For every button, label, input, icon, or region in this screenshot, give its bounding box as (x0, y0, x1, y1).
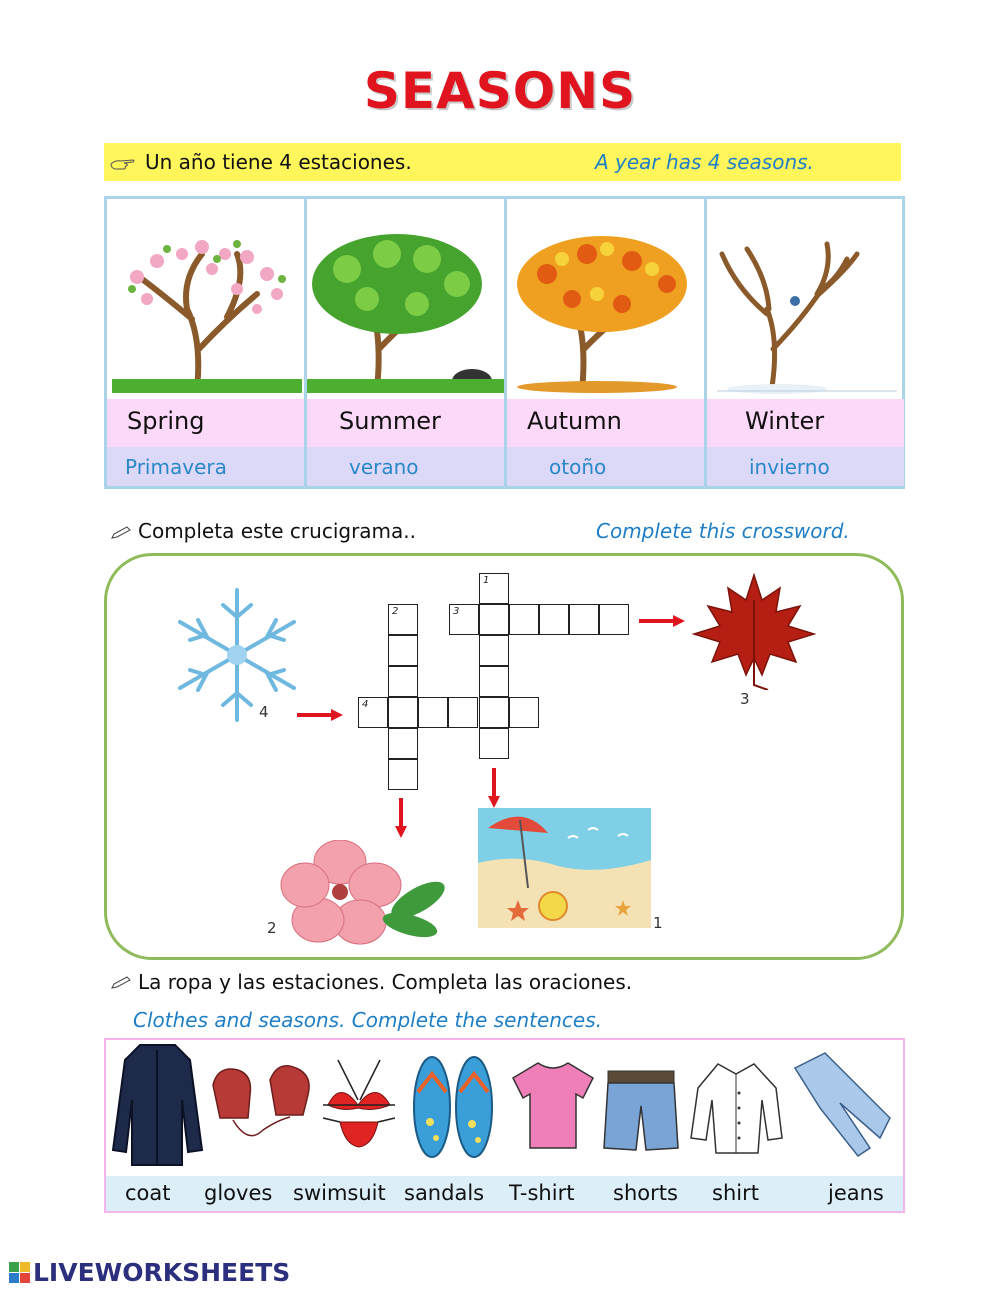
snowflake-number: 4 (259, 703, 269, 721)
crossword-panel (104, 553, 904, 960)
leaf-number: 3 (740, 690, 750, 708)
beach-image (478, 808, 651, 928)
pencil-icon (111, 976, 131, 989)
t-shirt-image (512, 1062, 594, 1149)
coat-image (111, 1044, 204, 1166)
season-english-label: Spring (127, 407, 205, 435)
gloves-image (212, 1065, 310, 1137)
cloth-label-t-shirt: T-shirt (509, 1181, 575, 1205)
crossword-cell[interactable] (479, 728, 509, 759)
snowflake-image (178, 588, 296, 722)
crossword-cell[interactable]: 2 (388, 604, 418, 635)
crossword-cell[interactable]: 4 (358, 697, 388, 728)
clothes-instruction-spanish: La ropa y las estaciones. Completa las o… (138, 970, 633, 994)
crossword-cell[interactable]: 1 (479, 573, 509, 604)
liveworksheets-logo: LIVEWORKSHEETS (33, 1258, 291, 1287)
cloth-label-swimsuit: swimsuit (293, 1181, 386, 1205)
season-spanish-label: otoño (549, 455, 607, 479)
clue-number: 3 (453, 606, 460, 617)
crossword-cell[interactable] (479, 604, 509, 635)
winter-tree-image (717, 241, 897, 394)
cloth-label-shorts: shorts (613, 1181, 678, 1205)
season-spanish-label: invierno (749, 455, 830, 479)
clue-number: 1 (483, 575, 490, 586)
page-title: SEASONS (363, 62, 637, 120)
season-winter: Winter invierno (707, 199, 904, 486)
intro-english: A year has 4 seasons. (595, 150, 814, 174)
crossword-cell[interactable] (388, 697, 418, 728)
clue-number: 2 (392, 606, 399, 617)
seasons-table: Spring Primavera Summer verano (104, 196, 905, 489)
swimsuit-image (322, 1059, 396, 1148)
shorts-image (603, 1070, 679, 1151)
crossword-instruction-spanish: Completa este crucigrama.. (138, 519, 416, 543)
crossword-cell[interactable]: 3 (449, 604, 479, 635)
cloth-label-coat: coat (125, 1181, 171, 1205)
summer-tree-image (307, 234, 504, 393)
cloth-label-shirt: shirt (712, 1181, 759, 1205)
clothes-instruction-english: Clothes and seasons. Complete the senten… (133, 1008, 603, 1032)
liveworksheets-logo-icon (9, 1262, 30, 1283)
season-english-label: Winter (745, 407, 825, 435)
cloth-label-sandals: sandals (404, 1181, 485, 1205)
flower-number: 2 (267, 919, 277, 937)
crossword-cell[interactable] (569, 604, 599, 635)
crossword-cell[interactable] (479, 666, 509, 697)
arrow-down-icon (395, 798, 407, 838)
season-english-label: Autumn (527, 407, 622, 435)
pointing-hand-icon (110, 159, 135, 170)
crossword-cell[interactable] (509, 604, 539, 635)
intro-spanish: Un año tiene 4 estaciones. (145, 150, 412, 174)
crossword-cell[interactable] (388, 728, 418, 759)
season-spring: Spring Primavera (107, 199, 304, 486)
maple-leaf-image (691, 572, 817, 690)
crossword-cell[interactable] (479, 635, 509, 666)
cloth-label-jeans: jeans (828, 1181, 884, 1205)
crossword-cell[interactable] (388, 666, 418, 697)
crossword-cell[interactable] (479, 697, 509, 728)
crossword-cell[interactable] (388, 635, 418, 666)
shirt-image (690, 1063, 783, 1154)
crossword-cell[interactable] (509, 697, 539, 728)
clue-number: 4 (362, 699, 369, 710)
cloth-label-gloves: gloves (204, 1181, 273, 1205)
flower-image (280, 840, 445, 945)
beach-number: 1 (653, 914, 663, 932)
season-summer: Summer verano (307, 199, 504, 486)
arrow-down-icon (488, 768, 500, 808)
crossword-cell[interactable] (448, 697, 478, 728)
season-spanish-label: verano (349, 455, 419, 479)
season-english-label: Summer (339, 407, 441, 435)
crossword-cell[interactable] (599, 604, 629, 635)
pencil-icon (111, 526, 131, 539)
arrow-right-icon (639, 615, 685, 627)
season-autumn: Autumn otoño (507, 199, 704, 486)
jeans-image (793, 1052, 891, 1158)
clothes-panel (104, 1038, 905, 1213)
sandals-image (413, 1056, 493, 1158)
clothes-labels-row (106, 1176, 903, 1211)
intro-banner (104, 143, 901, 181)
crossword-instruction-english: Complete this crossword. (596, 519, 850, 543)
crossword-cell[interactable] (418, 697, 448, 728)
season-spanish-label: Primavera (125, 455, 227, 479)
crossword-cell[interactable] (539, 604, 569, 635)
autumn-tree-image (517, 236, 687, 393)
spring-tree-image (112, 240, 302, 393)
crossword-cell[interactable] (388, 759, 418, 790)
arrow-right-icon (297, 709, 343, 721)
